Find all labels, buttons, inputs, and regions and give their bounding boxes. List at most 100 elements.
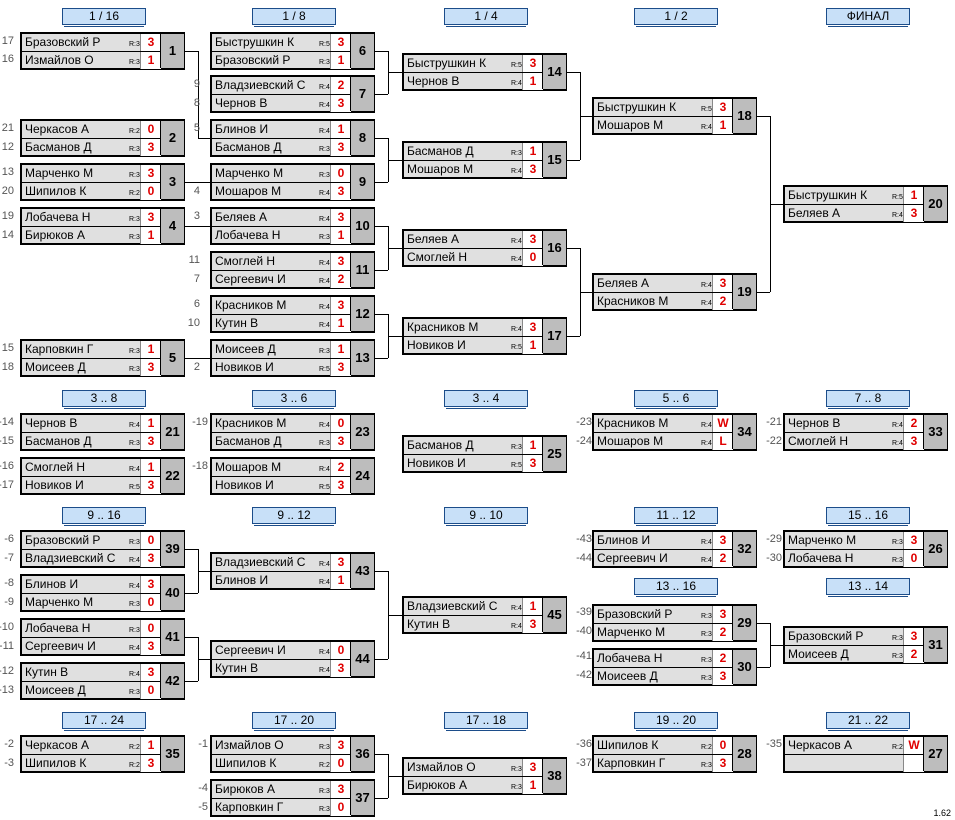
player-row[interactable]: Бирюков АR:3631 — [404, 777, 543, 794]
player-row[interactable]: Мошаров МR:485L — [594, 433, 733, 450]
player-row[interactable]: Мошаров МR:4853 — [212, 183, 351, 200]
player-row[interactable]: Владзиевский СR:4371 — [404, 598, 543, 616]
player-row[interactable]: Кутин ВR:4703 — [22, 664, 161, 682]
player-row[interactable]: Моисеев ДR:3093 — [22, 359, 161, 376]
match-box[interactable]: Бразовский РR:3383Моисеев ДR:309231 — [783, 626, 948, 664]
match-box[interactable]: Блинов ИR:4183Марченко МR:377040 — [20, 574, 185, 612]
player-row[interactable]: Красников МR:430W — [594, 415, 733, 433]
player-row[interactable]: Кутин ВR:4701 — [212, 315, 351, 332]
player-row[interactable]: Марченко МR:3773 — [22, 165, 161, 183]
player-row[interactable]: Бирюков АR:3633 — [212, 781, 351, 799]
player-row[interactable]: Лобачева НR:3000 — [785, 550, 924, 567]
player-row[interactable]: Чернов ВR:4321 — [22, 415, 161, 433]
match-box[interactable]: Беляев АR:4913Красников МR:430219 — [592, 273, 757, 311]
player-row[interactable]: Шипилов КR:2923 — [22, 755, 161, 772]
match-box[interactable]: Карповкин ГR:3681Моисеев ДR:30935 — [20, 339, 185, 377]
player-row[interactable]: Шипилов КR:2920 — [22, 183, 161, 200]
match-box[interactable]: Измайлов ОR:3563Бирюков АR:363138 — [402, 757, 567, 795]
player-row[interactable]: Сергеевич ИR:4192 — [594, 550, 733, 567]
match-box[interactable]: Кутин ВR:4703Моисеев ДR:309042 — [20, 662, 185, 700]
player-row[interactable]: Мошаров МR:4851 — [594, 117, 733, 134]
player-row[interactable]: Беляев АR:4913 — [594, 275, 733, 293]
player-row[interactable]: Красников МR:4303 — [212, 297, 351, 315]
player-row[interactable]: Новиков ИR:5173 — [22, 477, 161, 494]
player-row[interactable]: Басманов ДR:3813 — [212, 433, 351, 450]
player-row[interactable]: Бразовский РR:3383 — [594, 606, 733, 624]
player-row[interactable]: Смоглей НR:4170 — [404, 249, 543, 266]
player-row[interactable]: Басманов ДR:3811 — [404, 143, 543, 161]
player-row[interactable]: Мошаров МR:4852 — [212, 459, 351, 477]
player-row[interactable]: Бирюков АR:3631 — [22, 227, 161, 244]
player-row[interactable]: Измайлов ОR:3563 — [212, 737, 351, 755]
player-row[interactable]: Сергеевич ИR:4193 — [22, 638, 161, 655]
player-row[interactable]: Шипилов КR:2920 — [594, 737, 733, 755]
player-row[interactable]: Карповкин ГR:3681 — [22, 341, 161, 359]
player-row[interactable]: Лобачева НR:3000 — [22, 620, 161, 638]
match-box[interactable]: Марченко МR:3773Шипилов КR:29203 — [20, 163, 185, 201]
player-row[interactable]: Беляев АR:4913 — [404, 231, 543, 249]
player-row[interactable]: Марченко МR:3770 — [212, 165, 351, 183]
match-box[interactable]: Лобачева НR:3000Сергеевич ИR:419341 — [20, 618, 185, 656]
player-row[interactable]: Новиков ИR:5173 — [212, 477, 351, 494]
player-row[interactable]: Новиков ИR:5173 — [404, 455, 543, 472]
player-row[interactable]: Владзиевский СR:4372 — [212, 77, 351, 95]
player-row[interactable]: Карповкин ГR:3680 — [212, 799, 351, 816]
match-box[interactable]: Шипилов КR:2920Карповкин ГR:368328 — [592, 735, 757, 773]
player-row[interactable]: Марченко МR:3773 — [785, 532, 924, 550]
match-box[interactable]: Басманов ДR:3811Мошаров МR:485315 — [402, 141, 567, 179]
player-row[interactable]: Беляев АR:4913 — [212, 209, 351, 227]
match-box[interactable]: Блинов ИR:4183Сергеевич ИR:419232 — [592, 530, 757, 568]
player-row[interactable]: Блинов ИR:4181 — [212, 572, 351, 589]
match-box[interactable]: Бразовский РR:3380Владзиевский СR:437339 — [20, 530, 185, 568]
player-row[interactable]: Сергеевич ИR:4190 — [212, 642, 351, 660]
player-row[interactable]: Сергеевич ИR:4192 — [212, 271, 351, 288]
player-row[interactable]: Бразовский РR:3383 — [22, 34, 161, 52]
match-box[interactable]: Блинов ИR:4181Басманов ДR:38138 — [210, 119, 375, 157]
player-row[interactable]: Басманов ДR:3813 — [22, 433, 161, 450]
player-row[interactable]: Лобачева НR:3001 — [212, 227, 351, 244]
match-box[interactable]: Сергеевич ИR:4190Кутин ВR:470344 — [210, 640, 375, 678]
match-box[interactable]: Смоглей НR:4171Новиков ИR:517322 — [20, 457, 185, 495]
player-row[interactable]: Беляев АR:4913 — [785, 205, 924, 222]
match-box[interactable]: Смоглей НR:4173Сергеевич ИR:419211 — [210, 251, 375, 289]
player-row[interactable]: Смоглей НR:4173 — [212, 253, 351, 271]
match-box[interactable]: Бразовский РR:3383Измайлов ОR:35611 — [20, 32, 185, 70]
match-box[interactable]: Лобачева НR:3002Моисеев ДR:309330 — [592, 648, 757, 686]
match-box[interactable]: Быструшкин КR:5373Бразовский РR:33816 — [210, 32, 375, 70]
player-row[interactable]: Бразовский РR:3380 — [22, 532, 161, 550]
player-row[interactable]: Быструшкин КR:5373 — [212, 34, 351, 52]
player-row[interactable]: Смоглей НR:4171 — [22, 459, 161, 477]
match-box[interactable]: Бразовский РR:3383Марченко МR:377229 — [592, 604, 757, 642]
match-box[interactable]: Красников МR:4303Кутин ВR:470112 — [210, 295, 375, 333]
player-row[interactable]: Блинов ИR:4183 — [22, 576, 161, 594]
player-row[interactable]: Блинов ИR:4183 — [594, 532, 733, 550]
player-row[interactable]: Бразовский РR:3383 — [785, 628, 924, 646]
player-row[interactable]: Владзиевский СR:4373 — [212, 554, 351, 572]
player-row[interactable]: Смоглей НR:4173 — [785, 433, 924, 450]
match-box[interactable]: Марченко МR:3770Мошаров МR:48539 — [210, 163, 375, 201]
player-row[interactable]: Бразовский РR:3381 — [212, 52, 351, 69]
player-row[interactable]: Басманов ДR:3813 — [22, 139, 161, 156]
match-box[interactable]: Басманов ДR:3811Новиков ИR:517325 — [402, 435, 567, 473]
player-row[interactable]: Черкасов АR:2561 — [22, 737, 161, 755]
player-row[interactable]: Лобачева НR:3003 — [22, 209, 161, 227]
match-box[interactable]: Измайлов ОR:3563Шипилов КR:292036 — [210, 735, 375, 773]
match-box[interactable]: Чернов ВR:4321Басманов ДR:381321 — [20, 413, 185, 451]
player-row[interactable]: Владзиевский СR:4373 — [22, 550, 161, 567]
player-row[interactable]: Чернов ВR:4321 — [404, 73, 543, 90]
player-row[interactable]: Черкасов АR:256W — [785, 737, 924, 755]
player-row[interactable]: Новиков ИR:5171 — [404, 337, 543, 354]
player-row[interactable]: Измайлов ОR:3563 — [404, 759, 543, 777]
player-row[interactable]: Карповкин ГR:3683 — [594, 755, 733, 772]
player-row[interactable]: Басманов ДR:3811 — [404, 437, 543, 455]
match-box[interactable]: Владзиевский СR:4372Чернов ВR:43237 — [210, 75, 375, 113]
match-box[interactable]: Красников МR:4303Новиков ИR:517117 — [402, 317, 567, 355]
player-row[interactable]: Черкасов АR:2560 — [22, 121, 161, 139]
player-row[interactable]: Чернов ВR:4323 — [212, 95, 351, 112]
player-row[interactable]: Моисеев ДR:3093 — [594, 668, 733, 685]
player-row[interactable]: Лобачева НR:3002 — [594, 650, 733, 668]
match-box[interactable]: Владзиевский СR:4373Блинов ИR:418143 — [210, 552, 375, 590]
match-box[interactable]: Чернов ВR:4322Смоглей НR:417333 — [783, 413, 948, 451]
player-row[interactable]: Красников МR:4302 — [594, 293, 733, 310]
player-row[interactable]: Новиков ИR:5173 — [212, 359, 351, 376]
